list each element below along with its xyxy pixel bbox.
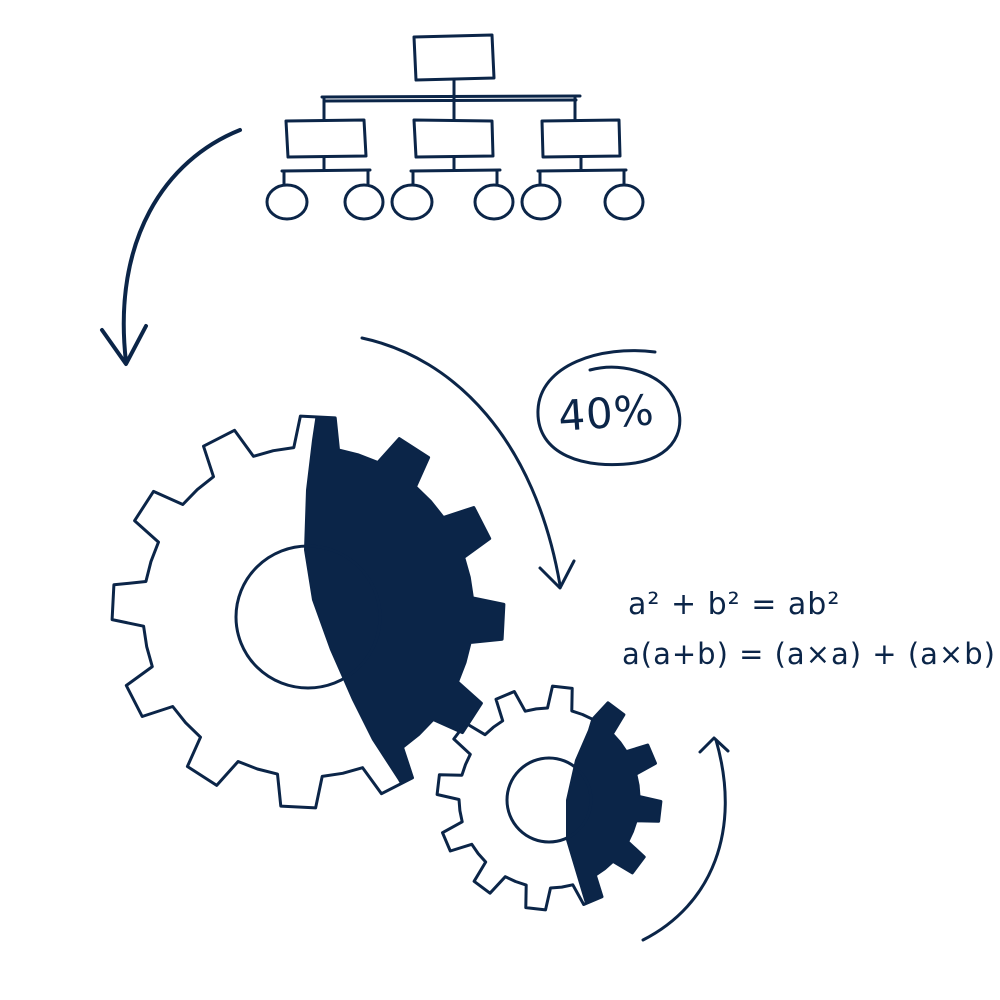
large-gear-hub bbox=[234, 544, 382, 690]
org-chart-icon bbox=[265, 33, 645, 221]
org-chart-top-box bbox=[412, 33, 496, 82]
org-chart-bar bbox=[320, 94, 582, 103]
curved-arrow-icon bbox=[100, 128, 242, 366]
org-chart-leaves bbox=[265, 183, 645, 221]
percentage-badge: 40% bbox=[536, 349, 682, 467]
small-gear-hub bbox=[505, 756, 593, 844]
percentage-label: 40% bbox=[557, 385, 657, 441]
formula-line-1: a² + b² = ab² bbox=[628, 587, 840, 622]
org-chart-mid-box-right bbox=[540, 118, 622, 159]
org-chart-mid-box-center bbox=[412, 118, 495, 159]
curved-arrow-icon bbox=[641, 736, 730, 942]
curved-arrow-icon bbox=[360, 336, 576, 590]
gear-icon bbox=[110, 414, 506, 810]
org-chart-mid-box-left bbox=[284, 118, 368, 159]
large-gear-dark-half bbox=[304, 416, 504, 808]
percentage-badge-circle bbox=[536, 349, 682, 467]
gear-icon bbox=[435, 684, 663, 912]
formula-line-2: a(a+b) = (a×a) + (a×b) bbox=[622, 637, 996, 671]
small-gear-dark-half bbox=[566, 690, 661, 910]
